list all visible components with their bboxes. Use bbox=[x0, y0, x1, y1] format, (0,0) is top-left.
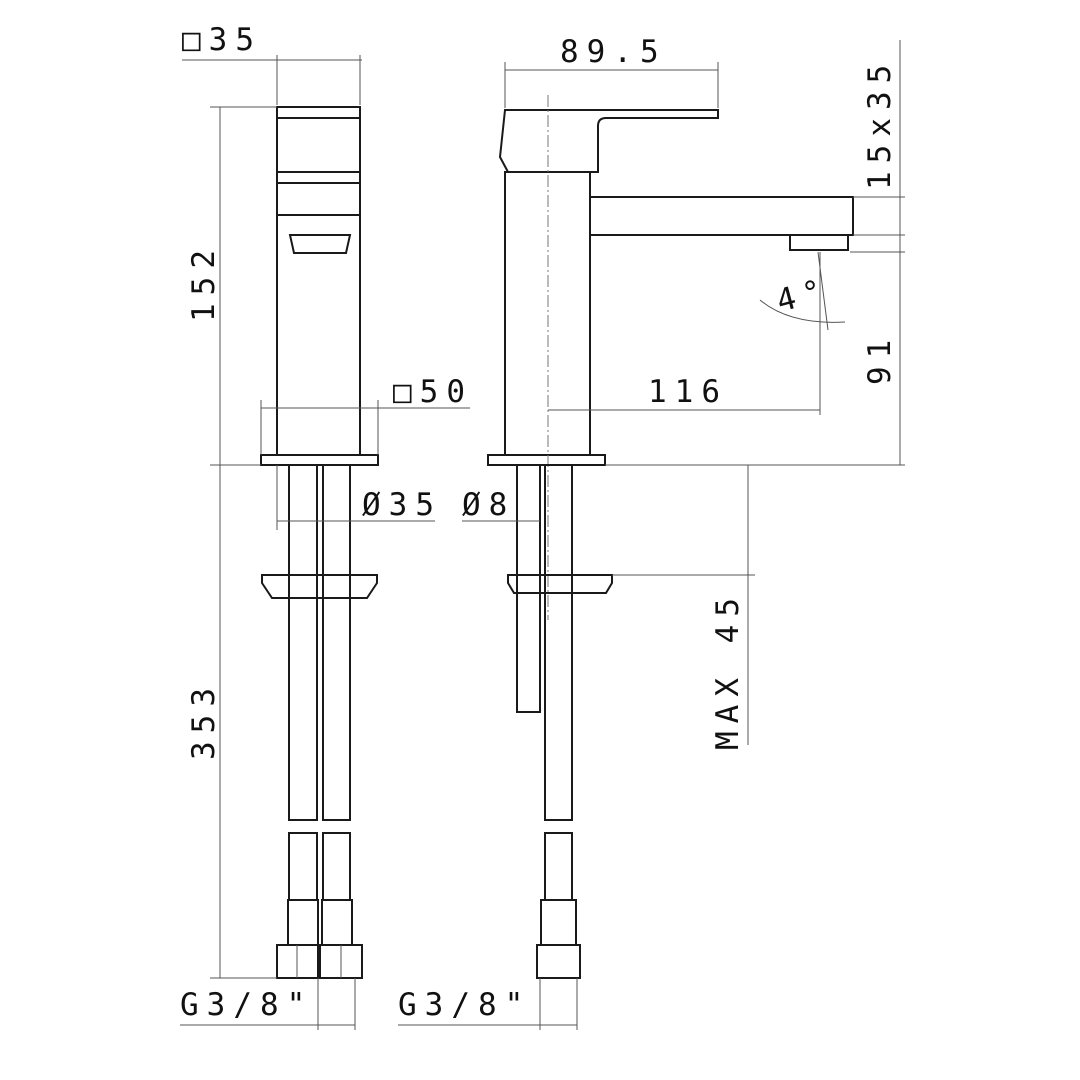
side-view bbox=[487, 95, 854, 979]
side-view-dimensions: 89.5 15x35 91 4° 116 Ø8 MAX 45 G3/8" bbox=[398, 34, 905, 1030]
dim-hose-length: 353 bbox=[186, 680, 222, 760]
dim-thread-right: G3/8" bbox=[398, 987, 531, 1023]
base-plate-front bbox=[260, 454, 379, 466]
aerator-front bbox=[288, 234, 352, 254]
hose-side bbox=[544, 464, 573, 821]
handle-front bbox=[276, 106, 361, 173]
base-plate-side bbox=[487, 454, 606, 466]
dim-base-square: □50 bbox=[393, 374, 473, 410]
hose-nut-side bbox=[536, 944, 581, 979]
dim-spout-height: 91 bbox=[862, 332, 898, 385]
handle-side bbox=[498, 109, 719, 173]
hose-left bbox=[288, 464, 318, 821]
aerator-side bbox=[789, 234, 849, 251]
front-view-dimensions: □35 152 353 □50 Ø35 G3/8" bbox=[180, 22, 473, 1030]
dim-spout-section: 15x35 bbox=[862, 57, 898, 190]
threaded-rod bbox=[516, 464, 541, 713]
dim-angle: 4° bbox=[773, 271, 834, 320]
dim-total-height: 152 bbox=[186, 242, 222, 322]
dim-spout-reach: 116 bbox=[648, 374, 728, 410]
fixing-nut-side bbox=[507, 574, 613, 594]
spout bbox=[589, 196, 854, 236]
dim-thread-left: G3/8" bbox=[180, 987, 313, 1023]
body-side bbox=[504, 171, 591, 456]
angle-arc bbox=[759, 299, 846, 323]
front-view bbox=[260, 106, 379, 979]
fixing-nut-front bbox=[261, 574, 378, 599]
dim-hole-diameter: Ø35 bbox=[362, 487, 442, 523]
dim-handle-square: □35 bbox=[182, 22, 262, 58]
hose-right bbox=[322, 464, 351, 821]
dim-max-deck: MAX 45 bbox=[710, 590, 746, 750]
dim-spout-handle-length: 89.5 bbox=[560, 34, 667, 70]
dim-rod-diameter: Ø8 bbox=[462, 487, 515, 523]
